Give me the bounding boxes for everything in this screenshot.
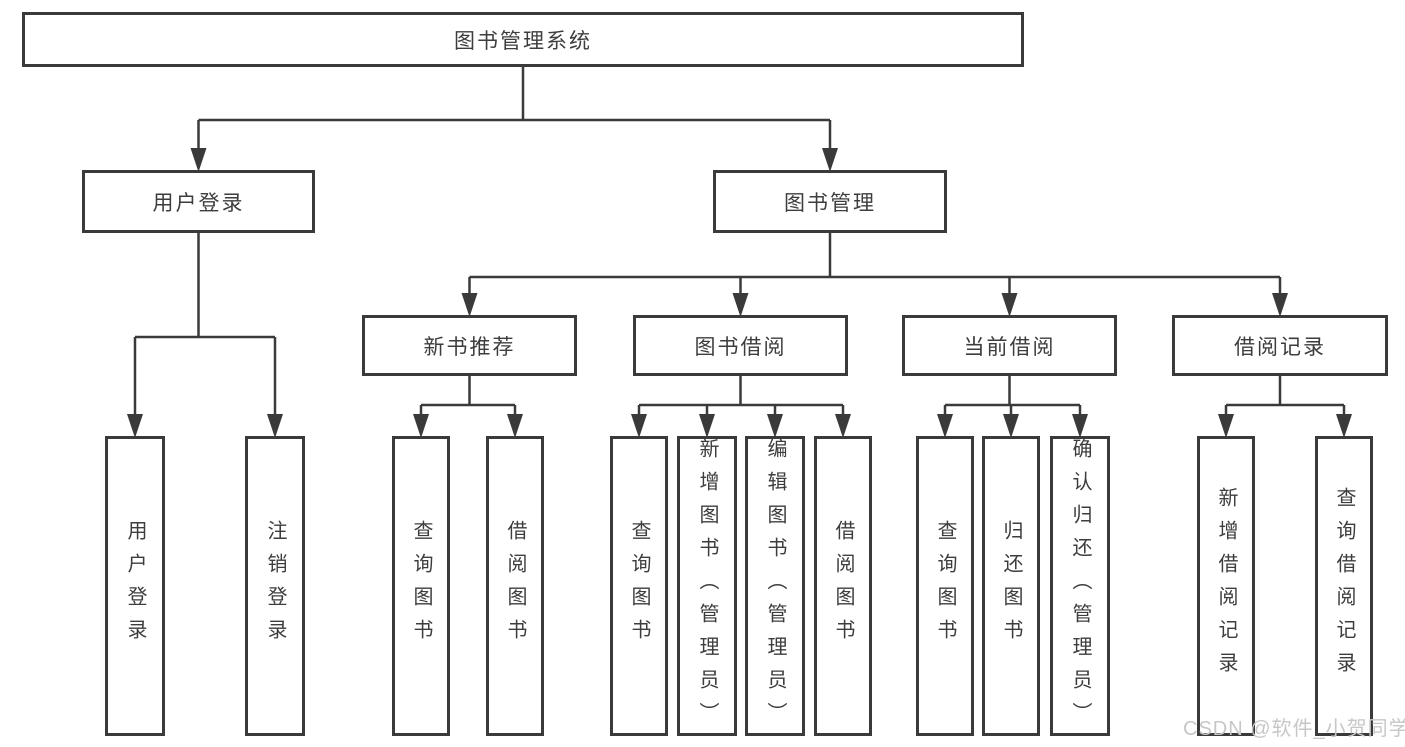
leaf-add-book-admin: 新增图书（管理员） [677,436,737,736]
leaf-label: 借阅图书 [832,520,854,652]
leaf-add-borrow-record: 新增借阅记录 [1197,436,1255,736]
node-label: 图书借阅 [694,335,787,359]
tree-connector-path [133,67,1346,418]
node-current-borrowing: 当前借阅 [902,315,1117,376]
leaf-label: 新增借阅记录 [1215,487,1237,685]
node-label: 借阅记录 [1234,335,1326,359]
node-root-book-management-system: 图书管理系统 [22,12,1024,67]
leaf-query-books-current: 查询图书 [916,436,974,736]
node-label: 图书管理系统 [454,29,592,53]
leaf-label: 用户登录 [124,520,146,652]
leaf-edit-book-admin: 编辑图书（管理员） [745,436,805,736]
node-label: 用户登录 [152,191,245,215]
node-borrowing-records: 借阅记录 [1172,315,1388,376]
node-new-book-recommendation: 新书推荐 [362,315,577,376]
leaf-return-book: 归还图书 [982,436,1040,736]
leaf-label: 查询图书 [410,520,432,652]
leaf-label: 确认归还（管理员） [1069,437,1091,735]
node-book-borrowing: 图书借阅 [633,315,848,376]
leaf-user-login: 用户登录 [105,436,165,736]
node-label: 图书管理 [784,191,876,215]
leaf-label: 编辑图书（管理员） [764,437,786,735]
csdn-watermark: CSDN @软件_小贺同学 [1183,718,1405,740]
leaf-query-books-recommend: 查询图书 [392,436,450,736]
leaf-logout: 注销登录 [245,436,305,736]
leaf-confirm-return-admin: 确认归还（管理员） [1050,436,1110,736]
node-label: 新书推荐 [423,335,516,359]
leaf-borrow-books-recommend: 借阅图书 [486,436,544,736]
leaf-label: 查询借阅记录 [1333,487,1355,685]
node-label: 当前借阅 [963,335,1056,359]
leaf-label: 新增图书（管理员） [696,437,718,735]
leaf-borrow-books-borrowing: 借阅图书 [814,436,872,736]
leaf-query-books-borrowing: 查询图书 [610,436,668,736]
node-user-login: 用户登录 [82,170,315,233]
leaf-query-borrow-record: 查询借阅记录 [1315,436,1373,736]
leaf-label: 归还图书 [1000,520,1022,652]
leaf-label: 查询图书 [934,520,956,652]
leaf-label: 注销登录 [264,520,286,652]
leaf-label: 查询图书 [628,520,650,652]
node-book-management: 图书管理 [713,170,947,233]
leaf-label: 借阅图书 [504,520,526,652]
